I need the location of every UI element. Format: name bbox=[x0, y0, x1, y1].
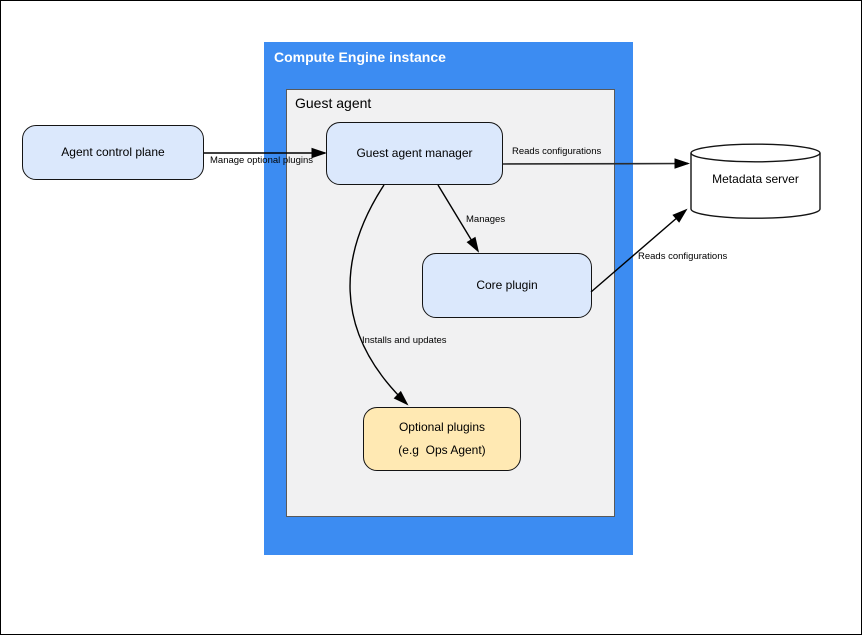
optional-plugins-label-line1: Optional plugins bbox=[398, 420, 486, 434]
node-core-plugin: Core plugin bbox=[422, 253, 592, 318]
guest-agent-manager-label: Guest agent manager bbox=[356, 146, 473, 160]
node-agent-control-plane: Agent control plane bbox=[22, 125, 204, 180]
metadata-server-label: Metadata server bbox=[712, 172, 799, 186]
edge-label-reads-configurations-top: Reads configurations bbox=[512, 146, 602, 157]
node-guest-agent-manager: Guest agent manager bbox=[326, 122, 503, 185]
database-cylinder-icon bbox=[690, 143, 821, 219]
node-optional-plugins: Optional plugins (e.g Ops Agent) bbox=[363, 407, 521, 471]
edge-label-reads-configurations-bottom: Reads configurations bbox=[638, 251, 728, 262]
edge-label-installs-and-updates: Installs and updates bbox=[362, 335, 447, 346]
compute-engine-instance-title: Compute Engine instance bbox=[274, 49, 446, 65]
agent-control-plane-label: Agent control plane bbox=[61, 145, 165, 159]
optional-plugins-label-line2: (e.g Ops Agent) bbox=[398, 443, 486, 457]
core-plugin-label: Core plugin bbox=[476, 278, 538, 292]
guest-agent-label: Guest agent bbox=[295, 95, 372, 111]
edge-label-manage-optional-plugins: Manage optional plugins bbox=[210, 155, 313, 166]
edge-label-manages: Manages bbox=[466, 214, 506, 225]
